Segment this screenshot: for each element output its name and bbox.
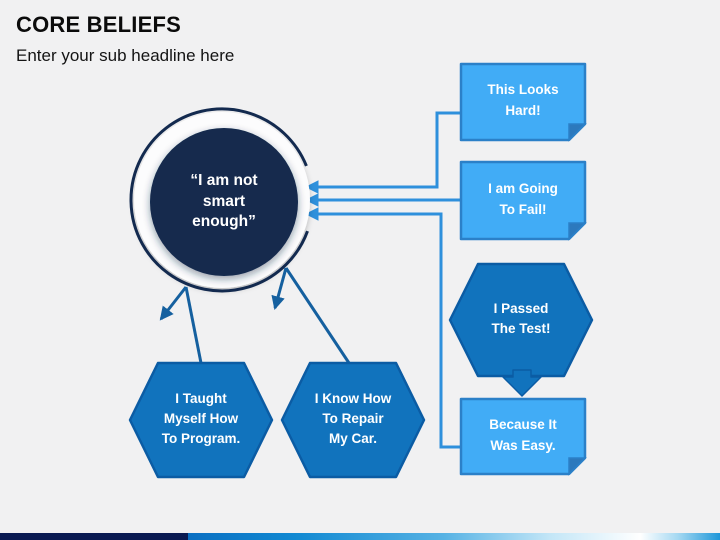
note-this-looks-hard	[459, 62, 587, 142]
note-this-looks-hard-fold	[568, 123, 587, 142]
note-going-to-fail-fold	[568, 222, 587, 241]
branch-arrow-right	[271, 267, 288, 310]
page-title: CORE BELIEFS	[16, 12, 181, 37]
branch-line-taught-myself	[184, 286, 203, 364]
hexagon-passed-test	[448, 262, 594, 378]
branch-arrow-left	[159, 286, 188, 321]
core-belief-circle	[150, 128, 298, 276]
bottom-accent-bar	[0, 533, 720, 540]
branch-line-repair-car	[284, 267, 351, 364]
connector-was-easy	[304, 207, 461, 449]
down-arrow	[502, 369, 542, 397]
note-was-easy	[459, 397, 587, 476]
core-circle-ring	[129, 107, 309, 293]
hexagon-taught-myself	[128, 361, 274, 479]
note-was-easy-fold	[568, 457, 587, 476]
hexagon-repair-car	[280, 361, 426, 479]
note-going-to-fail	[459, 160, 587, 241]
page-subtitle: Enter your sub headline here	[16, 46, 235, 65]
bottom-bar-navy-segment	[0, 533, 188, 540]
bottom-bar-gradient-segment	[188, 533, 720, 540]
connector-this-looks-hard	[304, 111, 461, 194]
